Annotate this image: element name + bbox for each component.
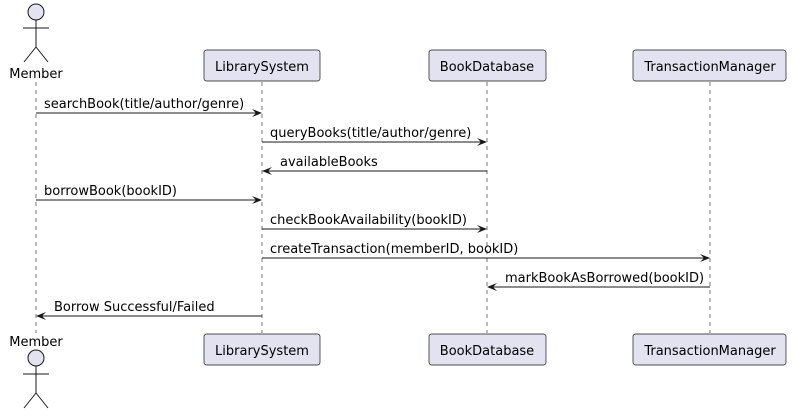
message-label: borrowBook(bookID): [44, 184, 177, 199]
participant-box: [428, 333, 547, 366]
participant-label: BookDatabase: [440, 344, 534, 359]
message-label: availableBooks: [280, 155, 378, 170]
participant-box: [428, 49, 547, 82]
actor-member-top: Member: [9, 3, 63, 82]
participant-label: BookDatabase: [440, 60, 534, 75]
participant-txn-top: TransactionManager: [632, 49, 787, 82]
message-1: searchBook(title/author/genre): [36, 97, 262, 117]
participants-top: Member LibrarySystem BookDatabase Transacti…: [9, 3, 787, 82]
participant-box: [632, 49, 787, 82]
arrowhead: [252, 196, 262, 204]
arrowhead: [36, 312, 46, 320]
participant-box: [203, 333, 321, 366]
message-label: queryBooks(title/author/genre): [270, 126, 471, 141]
participant-bookdb-top: BookDatabase: [428, 49, 547, 82]
arrowhead: [700, 254, 710, 262]
arrowhead: [252, 109, 262, 117]
message-label: searchBook(title/author/genre): [44, 97, 244, 112]
participant-txn-bottom: TransactionManager: [632, 333, 787, 366]
participant-box: [632, 333, 787, 366]
actor-icon: [23, 349, 49, 409]
message-2: queryBooks(title/author/genre): [262, 126, 487, 146]
message-8: Borrow Successful/Failed: [36, 300, 262, 320]
participant-label: TransactionManager: [643, 60, 776, 75]
arrowhead: [477, 138, 487, 146]
message-label: Borrow Successful/Failed: [54, 300, 215, 315]
participant-label: TransactionManager: [643, 344, 776, 359]
messages: searchBook(title/author/genre) queryBooks…: [36, 97, 710, 320]
actor-member-bottom: Member: [9, 335, 63, 409]
message-5: checkBookAvailability(bookID): [262, 213, 487, 233]
participant-bookdb-bottom: BookDatabase: [428, 333, 547, 366]
arrowhead: [487, 283, 497, 291]
message-label: markBookAsBorrowed(bookID): [505, 271, 704, 286]
participant-library-top: LibrarySystem: [203, 49, 321, 82]
arrowhead: [262, 167, 272, 175]
actor-label: Member: [9, 335, 63, 350]
message-label: createTransaction(memberID, bookID): [270, 242, 518, 257]
message-7: markBookAsBorrowed(bookID): [487, 271, 710, 291]
arrowhead: [477, 225, 487, 233]
message-3: availableBooks: [262, 155, 487, 175]
lifelines: [35, 82, 711, 333]
participant-box: [203, 49, 321, 82]
participant-label: LibrarySystem: [215, 344, 309, 359]
actor-label: Member: [9, 67, 63, 82]
participant-library-bottom: LibrarySystem: [203, 333, 321, 366]
actor-icon: [23, 3, 49, 63]
message-6: createTransaction(memberID, bookID): [262, 242, 710, 262]
participant-label: LibrarySystem: [215, 60, 309, 75]
message-label: checkBookAvailability(bookID): [270, 213, 467, 228]
message-4: borrowBook(bookID): [36, 184, 262, 204]
